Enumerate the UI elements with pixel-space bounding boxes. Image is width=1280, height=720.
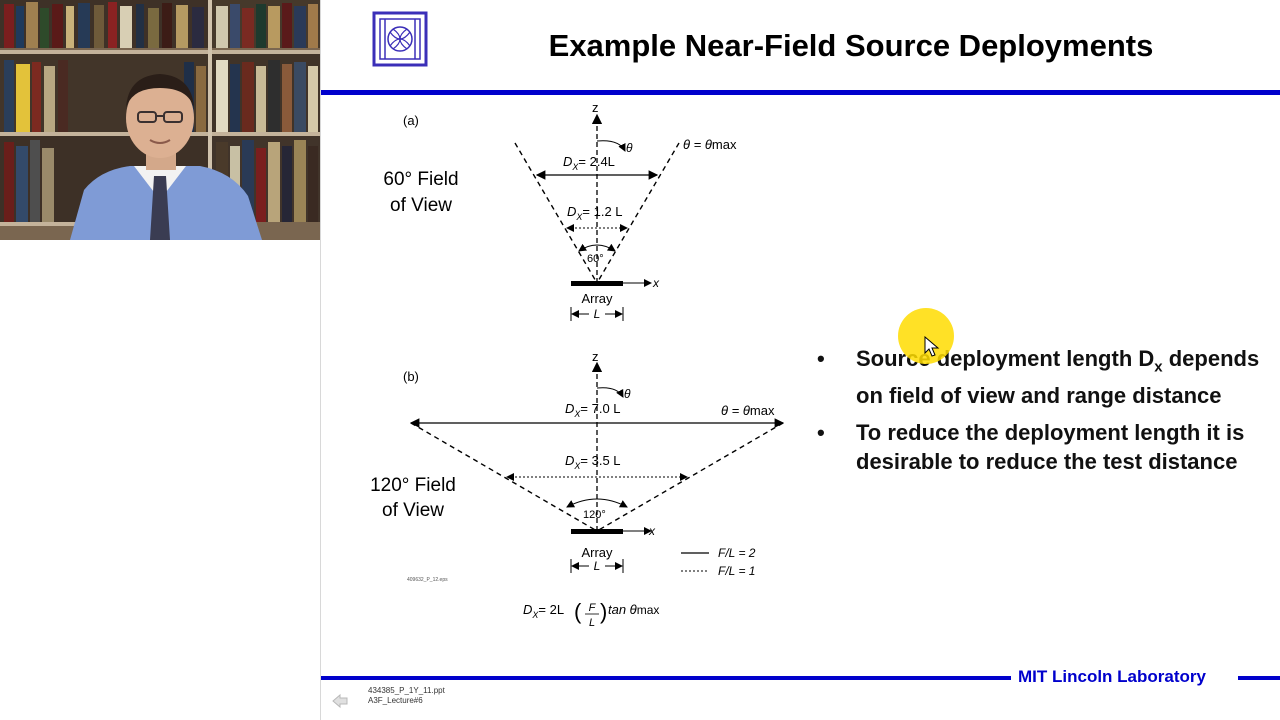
dx-formula: DX= 2L ( F L ) tan θmax [523, 599, 659, 629]
footer-file-line2: A3F_Lecture#6 [368, 696, 423, 705]
diagram-b-L: L [594, 559, 601, 573]
footer-file-id: 434385_P_1Y_11.ppt A3F_Lecture#6 [368, 686, 445, 706]
diagram-b-theta: θ [624, 387, 631, 401]
bullet-item-2: • To reduce the deployment length it is d… [817, 418, 1267, 476]
diagram-a-right-edge [596, 142, 680, 284]
svg-text:DX= 2L: DX= 2L [523, 602, 564, 620]
diagram-b-z-label: z [592, 349, 599, 364]
diagram-b-theta-max: θ = θmax [721, 403, 775, 418]
diagram-a-left-edge [514, 142, 598, 284]
diagram-a-array-label: Array [581, 291, 613, 306]
diagram-b-array-label: Array [581, 545, 613, 560]
bullet-1-sub: x [1154, 358, 1163, 376]
diagram-a-theta-max: θ = θmax [683, 137, 737, 152]
panel-divider [320, 0, 321, 720]
diagram-file-id: 409632_P_12.eps [407, 577, 448, 583]
cursor-highlight [898, 308, 954, 364]
mouse-pointer-icon [924, 336, 940, 357]
title-rule [321, 90, 1280, 95]
footer-rule [321, 676, 1011, 680]
diagram-a-L: L [594, 307, 601, 321]
mit-ll-logo-icon [372, 11, 428, 67]
svg-text:tan θmax: tan θmax [608, 602, 659, 617]
diagram-a-dx-top: DX= 2.4L [563, 154, 615, 172]
bullet-1-text2: depends on field of view and range dista… [856, 346, 1260, 409]
footer-lab-name: MIT Lincoln Laboratory [1018, 667, 1206, 686]
presenter-video [0, 0, 320, 240]
svg-text:F: F [589, 602, 597, 614]
legend-dotted-label: F/L = 1 [718, 564, 755, 578]
svg-text:): ) [600, 599, 607, 624]
svg-text:L: L [589, 617, 595, 629]
near-field-diagram: (a) 60° Field of View z θ θ = θmax DX= 2… [370, 100, 785, 629]
bullet-marker: • [817, 346, 825, 371]
diagram-b-x-label: x [648, 524, 656, 538]
diagram-b-angle: 120° [583, 509, 606, 521]
diagram-a-label: (a) [403, 113, 419, 128]
diagram-a-z-label: z [592, 100, 599, 115]
diagram-b-fov-line1: 120° Field [370, 475, 456, 496]
diagram-a-array-bar [571, 281, 623, 286]
diagram-a-fov-line2: of View [390, 195, 452, 216]
diagram-b-label: (b) [403, 369, 419, 384]
nav-arrow-icon[interactable] [331, 692, 349, 710]
footer-rule-end [1238, 676, 1280, 680]
bullet-list: •Source deployment length Dx depends on … [817, 344, 1267, 484]
svg-text:(: ( [574, 599, 582, 624]
diagram-b-dx-top: DX= 7.0 L [565, 401, 621, 419]
diagram-a-angle: 60° [587, 253, 604, 265]
legend-solid-label: F/L = 2 [718, 546, 756, 560]
diagram-b-fov-line2: of View [382, 500, 444, 521]
bullet-2-text: To reduce the deployment length it is de… [856, 420, 1245, 475]
diagram-a-x-label: x [652, 276, 660, 290]
presenter-image [0, 0, 320, 240]
diagram-b-dx-mid: DX= 3.5 L [565, 453, 621, 471]
bullet-item-1: •Source deployment length Dx depends on … [817, 344, 1267, 410]
slide-title: Example Near-Field Source Deployments [548, 28, 1154, 63]
diagram-a-fov-line1: 60° Field [383, 169, 458, 190]
diagram-a-dx-mid: DX= 1.2 L [567, 204, 623, 222]
slide: Example Near-Field Source Deployments (a… [321, 0, 1280, 720]
diagram-b-array-bar [571, 529, 623, 534]
bullet-marker: • [817, 420, 825, 446]
footer-file-line1: 434385_P_1Y_11.ppt [368, 686, 445, 695]
diagram-a-theta: θ [626, 141, 633, 155]
